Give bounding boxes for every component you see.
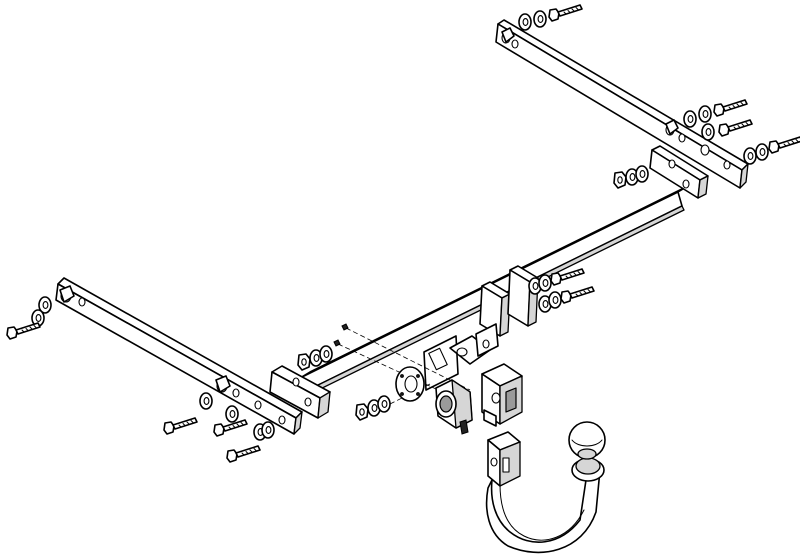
tow-ball-neck [485, 421, 606, 554]
electrical-socket [435, 379, 473, 435]
crossbar-hardware [297, 165, 649, 421]
right-side-bracket [495, 19, 749, 189]
tow-ball-receiver [481, 363, 523, 427]
socket-plate [395, 366, 425, 402]
crossbar [269, 145, 709, 419]
left-side-bracket [55, 277, 303, 435]
right-bracket-top-hardware [518, 4, 583, 31]
